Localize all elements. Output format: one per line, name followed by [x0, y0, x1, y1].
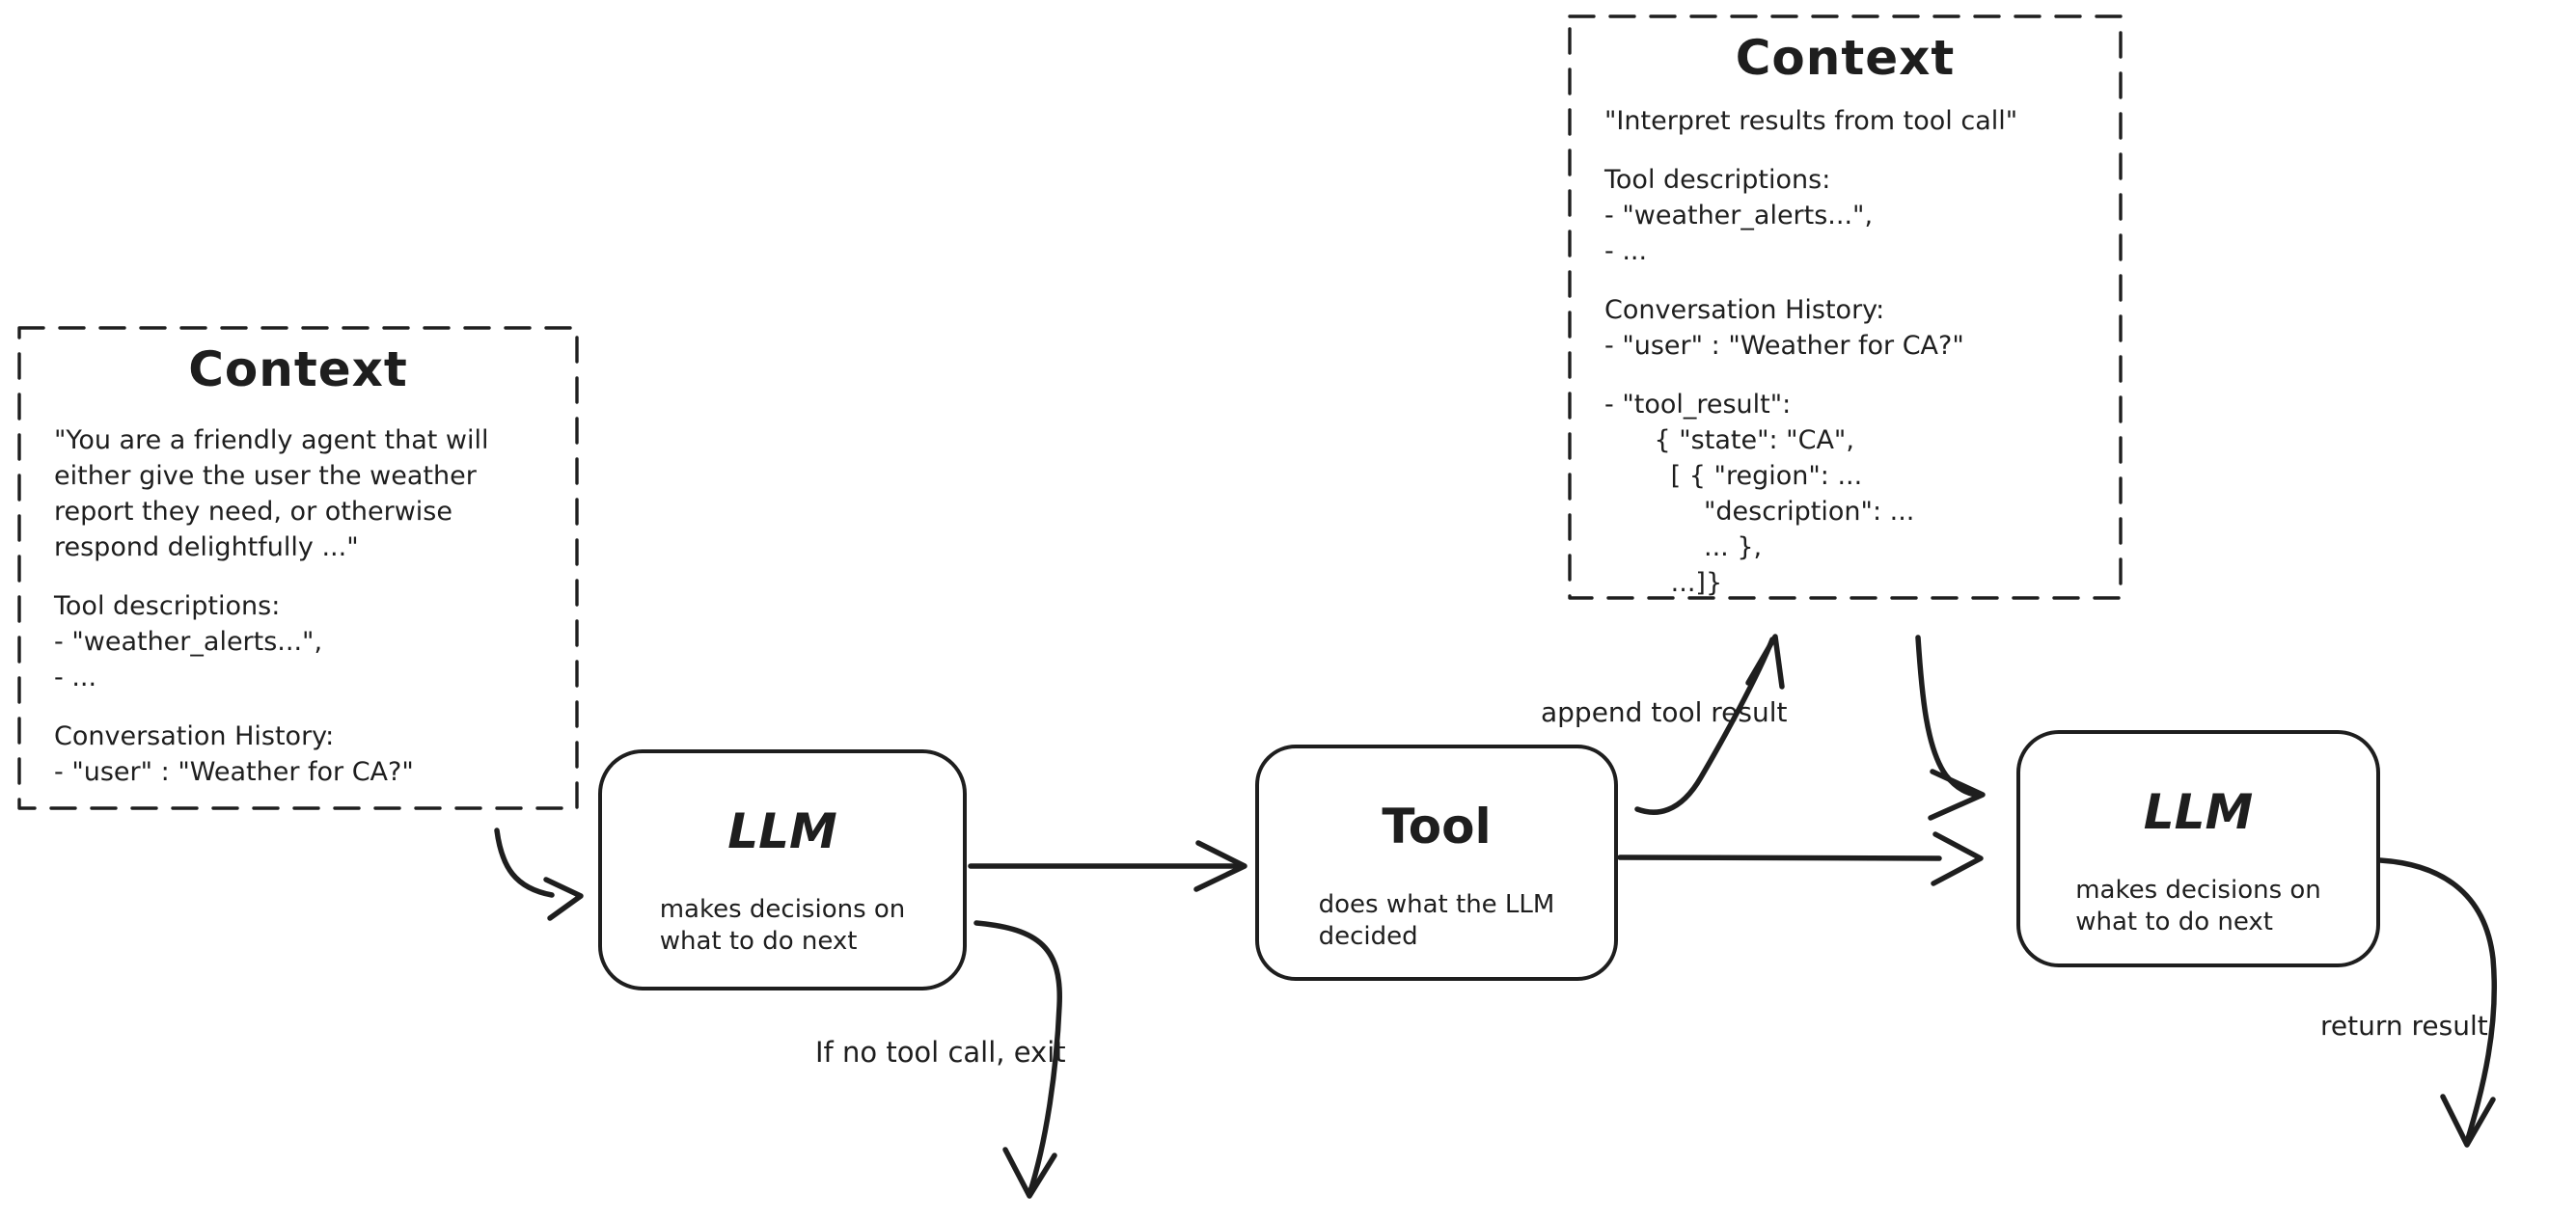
context-left-line: report they need, or otherwise: [54, 497, 452, 527]
node-llm-1: LLM makes decisions on what to do next: [598, 749, 967, 990]
context-left-line: - ...: [54, 663, 97, 692]
arrow-llm1-exit: [973, 920, 1062, 1199]
node-llm-1-subtitle: makes decisions on what to do next: [659, 895, 906, 956]
context-left-body: "You are a friendly agent that will eith…: [19, 422, 577, 790]
context-left-line: Tool descriptions:: [54, 591, 281, 621]
edge-label-return-result: return result: [2320, 1010, 2488, 1042]
node-tool: Tool does what the LLM decided: [1255, 745, 1618, 981]
node-tool-title: Tool: [1382, 799, 1492, 855]
context-left-line: "You are a friendly agent that will: [54, 425, 489, 455]
arrow-context-left-to-llm1: [494, 828, 584, 921]
edge-label-append-tool-result: append tool result: [1541, 696, 1788, 728]
context-right-line: "Interpret results from tool call": [1604, 106, 2018, 136]
node-llm-2-subtitle: makes decisions on what to do next: [2075, 876, 2321, 936]
context-right-line: - ...: [1604, 236, 1648, 266]
context-left-border: [17, 326, 579, 810]
context-right-line: ...]}: [1604, 568, 1723, 598]
context-right-line: [ { "region": ...: [1604, 461, 1863, 491]
context-right-line: - "user" : "Weather for CA?": [1604, 331, 1964, 361]
context-right-body: "Interpret results from tool call" Tool …: [1570, 103, 2121, 601]
context-left-title: Context: [188, 341, 408, 397]
context-right-line: - "tool_result":: [1604, 390, 1792, 420]
node-llm-2-title: LLM: [2143, 784, 2254, 840]
context-right-line: Conversation History:: [1604, 295, 1885, 325]
context-box-left: Context "You are a friendly agent that w…: [19, 328, 577, 808]
node-llm-1-title: LLM: [727, 803, 837, 859]
context-box-right: Context "Interpret results from tool cal…: [1570, 16, 2121, 598]
edge-label-if-no-tool-call-exit: If no tool call, exit: [815, 1036, 1066, 1069]
context-left-line: - "weather_alerts...",: [54, 627, 323, 657]
context-right-line: { "state": "CA",: [1604, 425, 1854, 455]
arrow-tool-to-context-right: [1634, 634, 1785, 815]
context-left-line: respond delightfully ...": [54, 532, 359, 562]
context-right-line: ... },: [1604, 532, 1763, 562]
context-right-line: Tool descriptions:: [1604, 165, 1831, 195]
arrow-tool-to-llm2: [1617, 831, 1984, 886]
node-tool-subtitle: does what the LLM decided: [1318, 890, 1555, 951]
context-right-line: - "weather_alerts...",: [1604, 201, 1874, 231]
arrow-context-right-to-llm2: [1915, 635, 1986, 821]
node-llm-2: LLM makes decisions on what to do next: [2016, 730, 2380, 967]
arrow-llm2-return: [2377, 857, 2498, 1148]
arrow-llm1-to-tool: [968, 840, 1247, 892]
context-right-title: Context: [1735, 30, 1956, 86]
context-left-line: - "user" : "Weather for CA?": [54, 757, 414, 787]
context-left-line: either give the user the weather: [54, 461, 477, 491]
context-right-line: "description": ...: [1604, 497, 1915, 527]
context-left-line: Conversation History:: [54, 721, 335, 751]
